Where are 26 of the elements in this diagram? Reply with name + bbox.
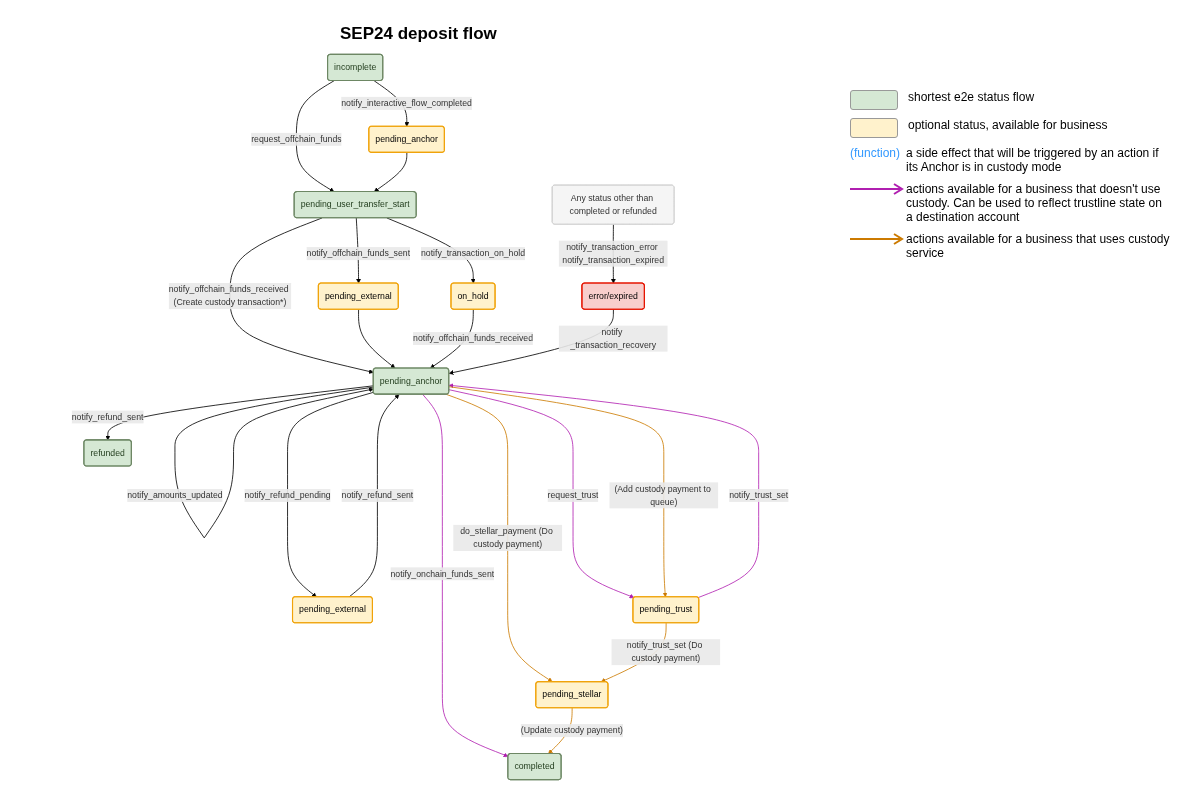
legend-text: optional status, available for business [908,118,1108,132]
edge-label: notify_transaction_on_hold [420,248,526,258]
edge-label: notify_onchain_funds_sent [390,568,495,579]
edge-label: notify_transaction_error notify_transaction_expired [562,242,664,265]
diagram-title: SEP24 deposit flow [340,24,498,44]
edge-label: notify_trust_set [729,490,789,500]
edge-label: notify_offchain_funds_sent [306,248,411,258]
function-sample: (function) [850,146,902,160]
edge-label: notify_trust_set (Do custody payment) [626,640,703,664]
edge-label: (Update custody payment) [520,725,623,735]
edge-label: notify_offchain_funds_received (Create custody transaction*) [168,284,289,308]
edge-label: request_trust [547,490,599,500]
edge-label: (Add custody payment to queue) [614,483,711,507]
edge-label: notify_offchain_funds_received [413,333,534,343]
edge-label: notify_amounts_updated [127,490,223,500]
edge-label: notify_interactive_flow_completed [341,98,472,108]
edge-label: notify _transaction_recovery [570,327,656,350]
edge-label: notify_refund_sent [71,412,144,422]
legend-text: actions available for a business that uses custody service [906,232,1170,260]
edge-label: notify_refund_sent [341,490,414,500]
legend-text: a side effect that will be triggered by an action if its Anchor is in custody mode [906,146,1160,174]
legend-text: shortest e2e status flow [908,90,1035,104]
edge-label: do_stellar_payment (Do custody payment) [460,526,553,549]
legend-text: actions available for a business that doesn't use custody. Can be used to reflect trustline state on a destination account [906,182,1163,224]
edge-label: request_offchain_funds [251,134,342,144]
edge-label: notify_refund_pending [244,490,331,500]
